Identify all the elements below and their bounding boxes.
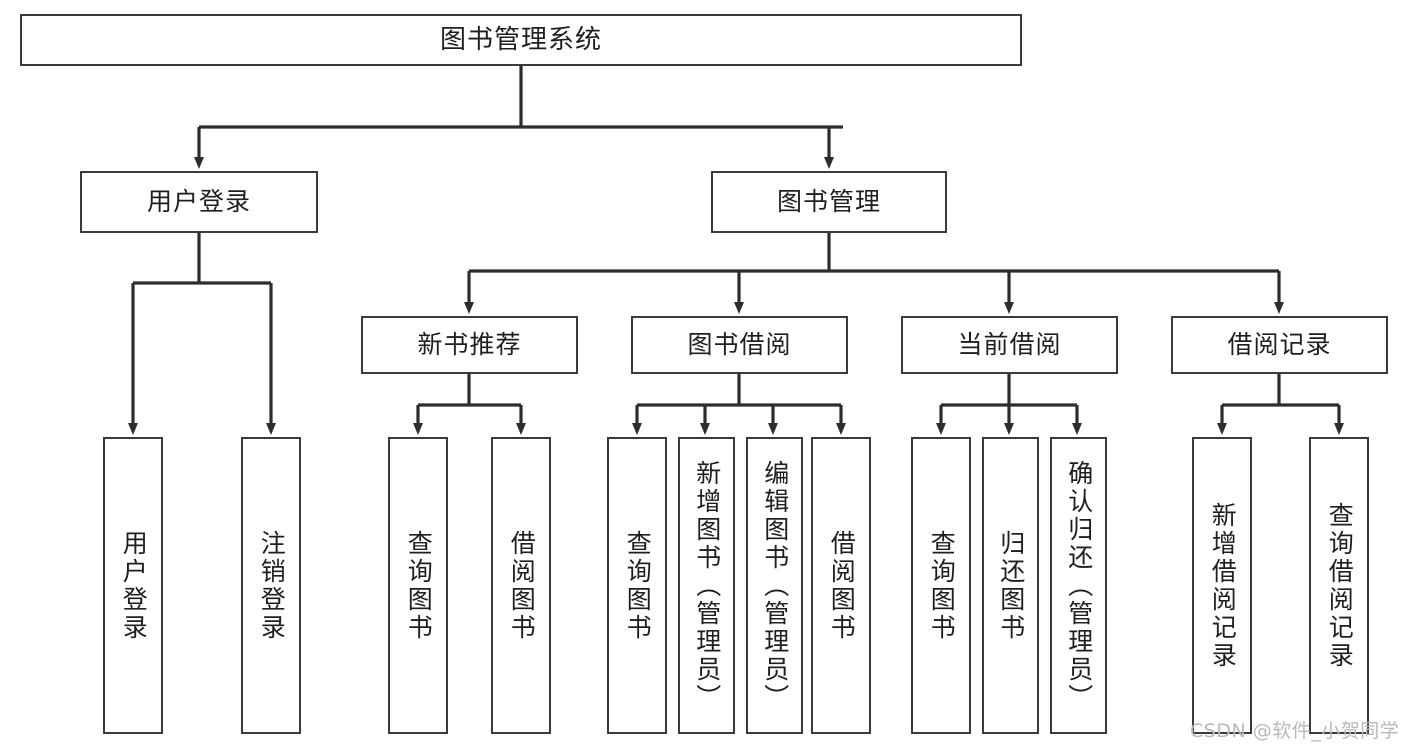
leaf-user-login-signin[interactable]: 用户登录 — [103, 437, 163, 734]
leaf-borrow-borrow-book[interactable]: 借阅图书 — [811, 437, 871, 734]
node-label: 用户登录 — [146, 187, 251, 217]
node-label: 查询借阅记录 — [1325, 501, 1355, 670]
leaf-record-add-record[interactable]: 新增借阅记录 — [1192, 437, 1252, 734]
node-label: 注销登录 — [257, 529, 287, 642]
node-book-management[interactable]: 图书管理 — [711, 171, 947, 233]
node-label: 新增借阅记录 — [1208, 501, 1238, 670]
node-user-login[interactable]: 用户登录 — [80, 171, 318, 233]
node-label: 图书管理 — [776, 187, 881, 217]
leaf-current-return-book[interactable]: 归还图书 — [982, 437, 1039, 734]
node-root-book-management-system[interactable]: 图书管理系统 — [20, 14, 1022, 66]
node-label: 查询图书 — [623, 529, 653, 642]
leaf-new-book-borrow-book[interactable]: 借阅图书 — [491, 437, 551, 734]
leaf-borrow-edit-book-admin[interactable]: 编辑图书（管理员） — [746, 437, 803, 734]
watermark-text: CSDN @软件_小贺同学 — [1190, 720, 1400, 742]
node-label: 借阅记录 — [1227, 330, 1332, 360]
node-label: 借阅图书 — [827, 529, 857, 642]
node-book-borrow[interactable]: 图书借阅 — [631, 316, 848, 374]
leaf-user-login-signout[interactable]: 注销登录 — [241, 437, 301, 734]
leaf-record-query-record[interactable]: 查询借阅记录 — [1309, 437, 1369, 734]
leaf-borrow-query-book[interactable]: 查询图书 — [607, 437, 667, 734]
node-label: 新书推荐 — [417, 330, 522, 360]
node-label: 确认归还（管理员） — [1064, 459, 1094, 712]
node-label: 当前借阅 — [957, 330, 1062, 360]
node-label: 归还图书 — [996, 529, 1026, 642]
leaf-new-book-query-book[interactable]: 查询图书 — [388, 437, 448, 734]
node-new-book-recommend[interactable]: 新书推荐 — [361, 316, 578, 374]
node-label: 查询图书 — [404, 529, 434, 642]
leaf-borrow-add-book-admin[interactable]: 新增图书（管理员） — [678, 437, 735, 734]
leaf-current-confirm-return-admin[interactable]: 确认归还（管理员） — [1050, 437, 1107, 734]
node-current-borrow[interactable]: 当前借阅 — [901, 316, 1118, 374]
node-label: 用户登录 — [119, 529, 149, 642]
node-label: 图书管理系统 — [439, 24, 602, 55]
leaf-current-query-book[interactable]: 查询图书 — [911, 437, 971, 734]
node-label: 图书借阅 — [687, 330, 792, 360]
node-label: 借阅图书 — [507, 529, 537, 642]
node-borrow-record[interactable]: 借阅记录 — [1171, 316, 1388, 374]
node-label: 新增图书（管理员） — [692, 459, 722, 712]
node-label: 查询图书 — [927, 529, 957, 642]
node-label: 编辑图书（管理员） — [760, 459, 790, 712]
